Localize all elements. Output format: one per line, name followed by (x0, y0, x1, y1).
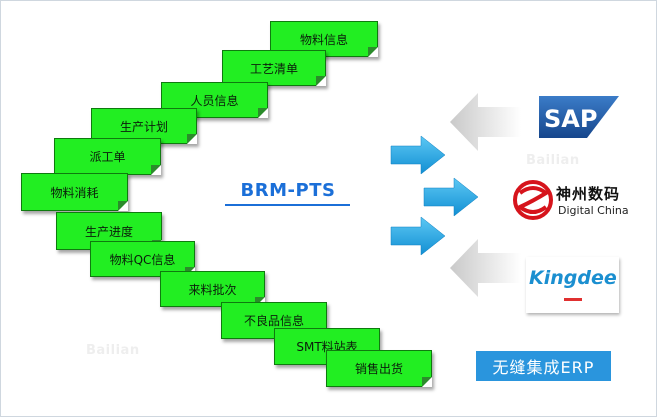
note-material-consumption: 物料消耗 (21, 173, 128, 211)
center-title: BRM-PTS (240, 180, 336, 201)
arrow-right-icon (390, 216, 446, 256)
digital-china-swirl-icon (513, 180, 553, 220)
note-dispatch-order: 派工单 (54, 138, 161, 175)
arrow-right-icon (390, 135, 446, 175)
arrow-right-icon (423, 177, 479, 217)
note-personnel-info: 人员信息 (161, 82, 268, 118)
kingdee-logo-text: Kingdee (529, 267, 617, 289)
digital-china-name-en: Digital China (558, 204, 629, 217)
arrow-left-gray-icon (450, 239, 521, 297)
watermark: Bailian (86, 343, 140, 358)
note-production-plan: 生产计划 (91, 108, 197, 144)
note-sales-shipment: 销售出货 (326, 350, 432, 387)
note-process-list: 工艺清单 (222, 50, 326, 86)
sap-logo: SAP (539, 96, 619, 138)
watermark: Bailian (526, 153, 580, 168)
sap-logo-text: SAP (544, 105, 597, 133)
kingdee-logo: Kingdee (526, 257, 619, 313)
digital-china-name-cn: 神州数码 (556, 185, 621, 203)
center-title-underline (225, 204, 350, 206)
arrow-left-gray-icon (450, 93, 521, 151)
erp-integration-label: 无缝集成ERP (476, 351, 611, 381)
kingdee-red-mark (564, 298, 582, 301)
